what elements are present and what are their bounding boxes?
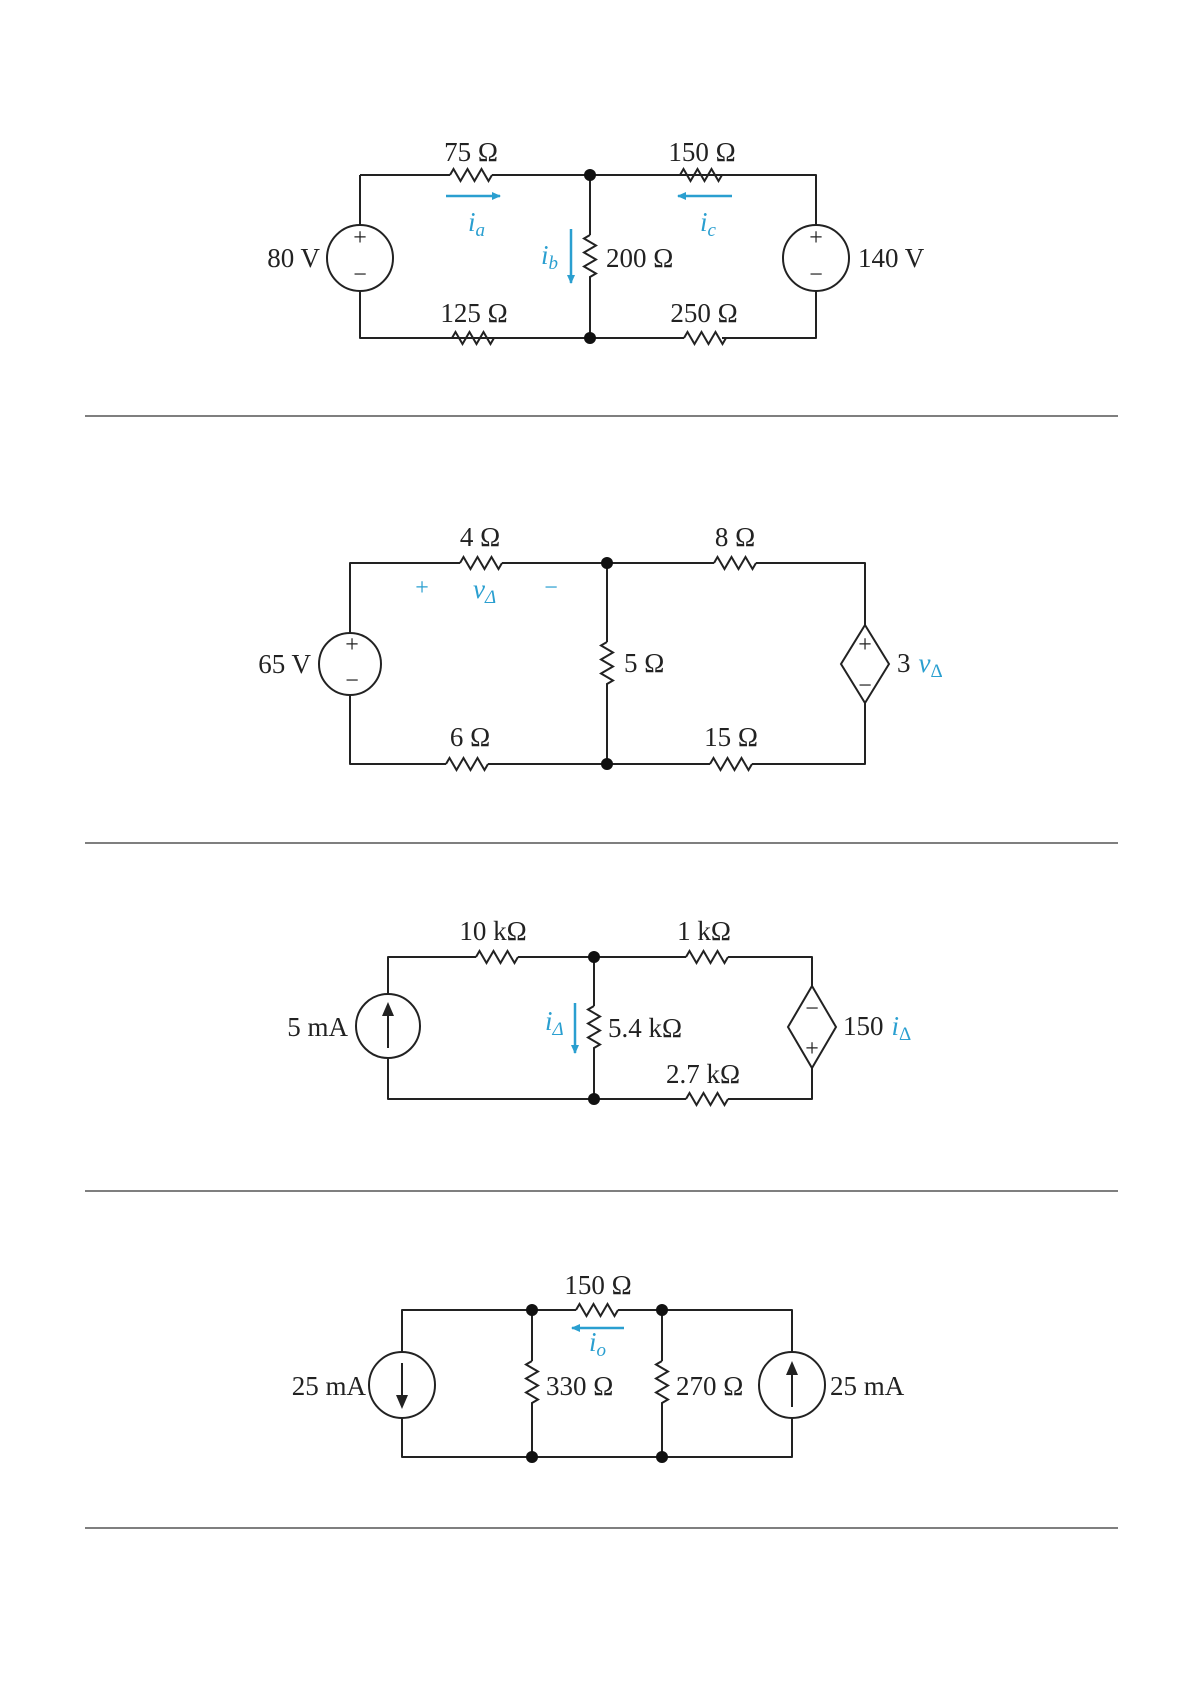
- v-delta-plus: +: [415, 575, 429, 601]
- resistor-330: [526, 1361, 538, 1408]
- label-125-ohm: 125 Ω: [440, 298, 507, 328]
- label-5-4k-ohm: 5.4 kΩ: [608, 1013, 682, 1043]
- label-330-ohm: 330 Ω: [546, 1371, 613, 1401]
- minus-sign: −: [858, 673, 872, 699]
- resistor-15: [710, 758, 752, 770]
- plus-sign: +: [353, 225, 367, 251]
- label-6-ohm: 6 Ω: [450, 722, 490, 752]
- current-label-io: io: [589, 1327, 606, 1361]
- label-15-ohm: 15 Ω: [704, 722, 758, 752]
- resistor-200: [584, 235, 596, 282]
- label-200-ohm: 200 Ω: [606, 243, 673, 273]
- current-label-ib: ib: [541, 240, 558, 274]
- label-270-ohm: 270 Ω: [676, 1371, 743, 1401]
- plus-sign: +: [858, 632, 872, 658]
- resistor-250: [684, 332, 726, 344]
- resistor-5-4k: [588, 1006, 600, 1053]
- label-10k-ohm: 10 kΩ: [459, 916, 526, 946]
- label-25-ma-left: 25 mA: [292, 1371, 367, 1401]
- resistor-8: [714, 557, 756, 569]
- node-dot: [526, 1451, 538, 1463]
- resistor-2-7k: [686, 1093, 728, 1105]
- resistor-6: [446, 758, 488, 770]
- circuit-4: 150 Ω 330 Ω 270 Ω 25 mA 25 mA io: [292, 1270, 905, 1463]
- label-75-ohm: 75 Ω: [444, 137, 498, 167]
- wire: [388, 957, 812, 994]
- resistor-125: [452, 332, 494, 344]
- resistor-75: [450, 169, 492, 181]
- v-delta-label: vΔ: [473, 574, 496, 608]
- resistor-1k: [686, 951, 728, 963]
- minus-sign: −: [353, 262, 367, 288]
- label-25-ma-right: 25 mA: [830, 1371, 905, 1401]
- node-dot: [601, 557, 613, 569]
- circuit-1: + − + − 75 Ω 150 Ω 125 Ω 250 Ω 200 Ω 80 …: [267, 137, 925, 344]
- minus-sign: −: [809, 262, 823, 288]
- wire: [360, 175, 816, 226]
- label-8-ohm: 8 Ω: [715, 522, 755, 552]
- plus-sign: +: [805, 1036, 819, 1062]
- label-150-ohm: 150 Ω: [564, 1270, 631, 1300]
- minus-sign: −: [805, 996, 819, 1022]
- node-dot: [656, 1451, 668, 1463]
- label-5-ma: 5 mA: [287, 1012, 348, 1042]
- resistor-150: [576, 1304, 618, 1316]
- node-dot: [601, 758, 613, 770]
- node-dot: [526, 1304, 538, 1316]
- wire: [360, 290, 816, 338]
- resistor-150: [680, 169, 722, 181]
- minus-sign: −: [345, 668, 359, 694]
- node-dot: [588, 951, 600, 963]
- v-delta-minus: −: [544, 575, 558, 601]
- label-250-ohm: 250 Ω: [670, 298, 737, 328]
- plus-sign: +: [345, 632, 359, 658]
- label-140-v: 140 V: [858, 243, 925, 273]
- current-label-ia: ia: [468, 207, 485, 241]
- resistor-10k: [476, 951, 518, 963]
- label-1k-ohm: 1 kΩ: [677, 916, 731, 946]
- label-4-ohm: 4 Ω: [460, 522, 500, 552]
- label-2-7k-ohm: 2.7 kΩ: [666, 1059, 740, 1089]
- resistor-5: [601, 642, 613, 689]
- wire: [388, 1057, 812, 1099]
- current-label-idelta: iΔ: [545, 1006, 564, 1040]
- resistor-270: [656, 1361, 668, 1408]
- label-65-v: 65 V: [258, 649, 311, 679]
- current-label-ic: ic: [700, 207, 717, 241]
- resistor-4: [460, 557, 502, 569]
- node-dot: [588, 1093, 600, 1105]
- label-80-v: 80 V: [267, 243, 320, 273]
- label-150-ohm: 150 Ω: [668, 137, 735, 167]
- node-dot: [584, 169, 596, 181]
- node-dot: [656, 1304, 668, 1316]
- plus-sign: +: [809, 225, 823, 251]
- wire: [402, 1418, 792, 1457]
- node-dot: [584, 332, 596, 344]
- label-5-ohm: 5 Ω: [624, 648, 664, 678]
